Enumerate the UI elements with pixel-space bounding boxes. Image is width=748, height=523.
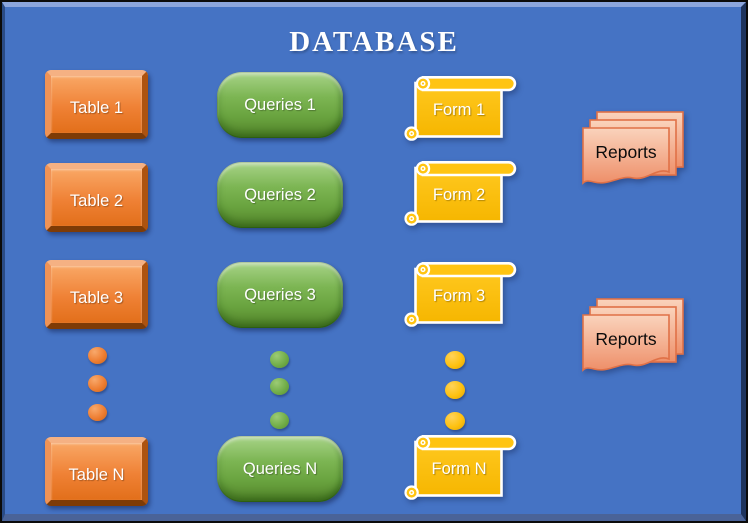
- form-shape-3: Form 3: [404, 262, 517, 329]
- scroll-shape-icon: [404, 262, 517, 327]
- ellipsis-dot: [270, 412, 289, 429]
- query-label: Queries 2: [244, 185, 316, 204]
- ellipsis-dot: [270, 378, 289, 395]
- form-shape-1: Form 1: [404, 76, 517, 143]
- reports-label: Reports: [595, 328, 657, 349]
- scroll-shape-icon: [404, 76, 517, 141]
- query-shape-2: Queries 2: [217, 162, 343, 228]
- reports-shape-2: Reports: [581, 297, 685, 373]
- query-label: Queries N: [242, 459, 318, 478]
- form-label: Form 3: [432, 287, 486, 305]
- scroll-shape-icon: [404, 435, 517, 500]
- ellipsis-dot: [445, 412, 465, 430]
- ellipsis-dot: [445, 381, 465, 399]
- ellipsis-dot: [270, 351, 289, 368]
- reports-shape-1: Reports: [581, 110, 685, 186]
- ellipsis-dot: [445, 351, 465, 369]
- multidocument-icon: [582, 111, 684, 185]
- table-label: Table N: [68, 465, 125, 484]
- table-label: Table 3: [69, 288, 124, 307]
- query-label: Queries 1: [244, 95, 316, 114]
- ellipsis-dot: [88, 404, 107, 421]
- form-shape-n: Form N: [404, 435, 517, 502]
- form-label: Form N: [431, 460, 487, 478]
- table-label: Table 1: [69, 98, 124, 117]
- ellipsis-dot: [88, 375, 107, 392]
- query-shape-n: Queries N: [217, 436, 343, 502]
- form-shape-2: Form 2: [404, 161, 517, 228]
- reports-label: Reports: [595, 141, 657, 162]
- query-label: Queries 3: [244, 285, 316, 304]
- table-label: Table 2: [69, 191, 124, 210]
- ellipsis-dot: [88, 347, 107, 364]
- diagram-title: DATABASE: [289, 26, 459, 58]
- form-label: Form 2: [432, 186, 486, 204]
- table-shape-1: Table 1: [45, 70, 148, 139]
- form-label: Form 1: [432, 101, 486, 119]
- table-shape-3: Table 3: [45, 260, 148, 329]
- table-shape-2: Table 2: [45, 163, 148, 232]
- multidocument-icon: [582, 298, 684, 372]
- query-shape-1: Queries 1: [217, 72, 343, 138]
- table-shape-n: Table N: [45, 437, 148, 506]
- query-shape-3: Queries 3: [217, 262, 343, 328]
- scroll-shape-icon: [404, 161, 517, 226]
